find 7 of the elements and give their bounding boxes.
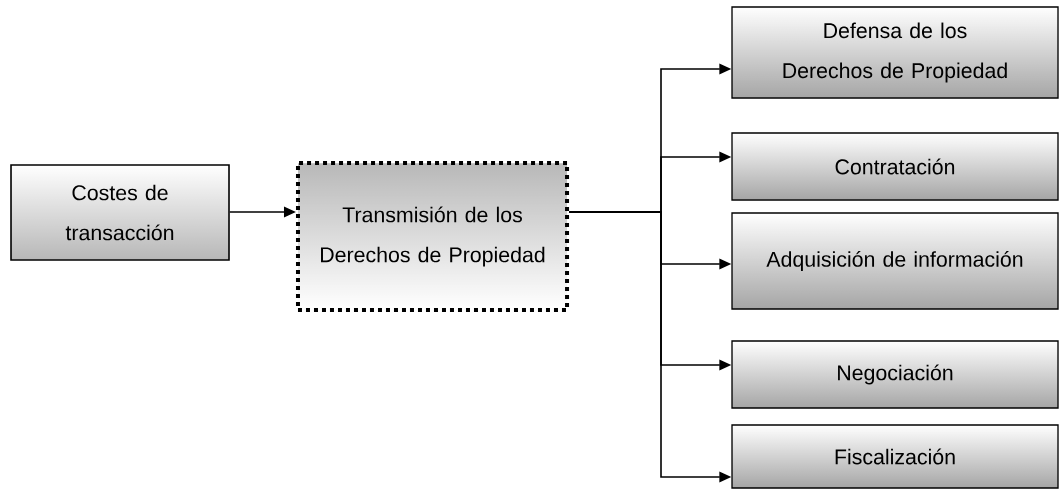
process-box: Costes de transacción [10, 164, 230, 261]
dotted-process-box: Transmisión de los Derechos de Propiedad [296, 161, 570, 312]
process-box: Defensa de los Derechos de Propiedad [731, 6, 1059, 99]
process-box: Fiscalización [731, 424, 1059, 489]
process-box: Adquisición de información [731, 212, 1059, 310]
process-box: Negociación [731, 340, 1059, 409]
process-box: Contratación [731, 132, 1059, 201]
